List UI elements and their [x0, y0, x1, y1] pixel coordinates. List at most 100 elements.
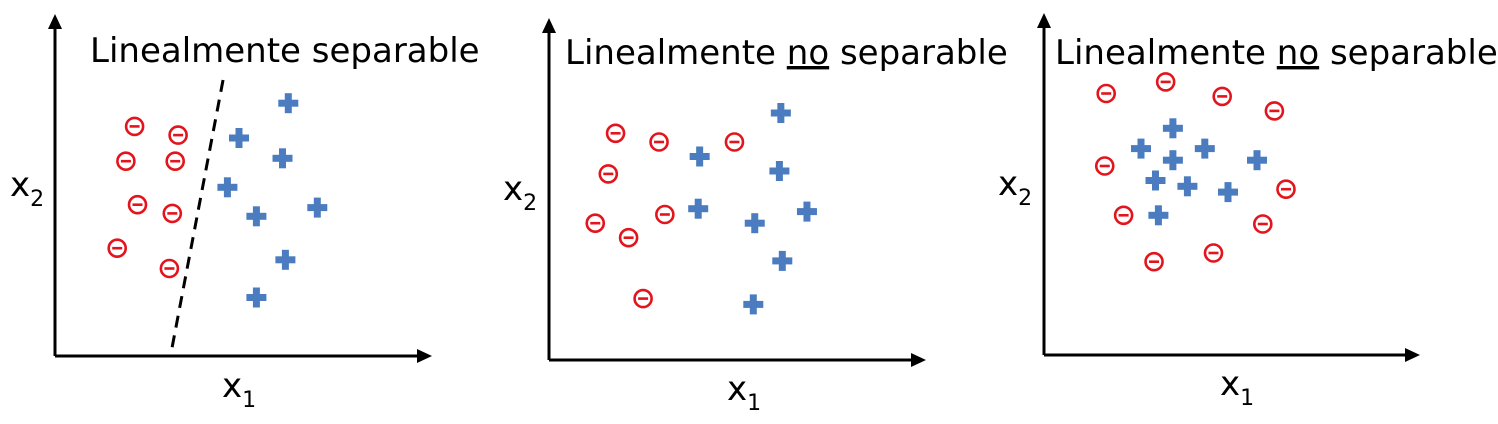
plus-vertical [235, 128, 243, 148]
x-axis-arrow-icon [417, 349, 432, 363]
negative-point [107, 238, 127, 258]
positive-point [689, 146, 710, 167]
plus-vertical [279, 148, 286, 169]
negative-point [598, 164, 619, 184]
x-axis-arrow-icon [911, 353, 926, 367]
negative-point [124, 116, 145, 137]
negative-point [1113, 205, 1134, 226]
positive-point [1218, 182, 1238, 203]
plus-vertical [1253, 150, 1261, 171]
negative-point [655, 204, 675, 225]
negative-point [1276, 179, 1296, 199]
plus-vertical [1183, 176, 1191, 197]
negative-point [168, 125, 188, 145]
negative-point [1144, 251, 1164, 272]
negative-point [649, 132, 669, 152]
y-axis-label-base: x [503, 169, 523, 209]
panel-title: Linealmente no separable [1055, 33, 1498, 73]
x-axis-label: x1 [1220, 364, 1254, 411]
plus-vertical [1224, 182, 1232, 203]
plus-vertical [694, 198, 702, 219]
positive-point [1194, 138, 1215, 159]
plus-vertical [775, 161, 783, 181]
plus-vertical [803, 201, 811, 222]
negative-point [585, 213, 606, 233]
y-axis-label: x2 [998, 164, 1032, 211]
negative-point [1264, 101, 1285, 121]
negative-point [127, 194, 148, 215]
negative-point [159, 258, 180, 279]
negative-point [618, 227, 639, 248]
y-axis-arrow-icon [542, 18, 556, 33]
plus-vertical [1169, 150, 1177, 171]
positive-point [1162, 118, 1183, 139]
title-underlined-word: no [787, 33, 829, 73]
plus-vertical [223, 177, 231, 198]
y-axis-label-subscript: 2 [1018, 186, 1032, 211]
positive-point [1247, 150, 1267, 171]
plus-vertical [252, 287, 260, 308]
negative-point [605, 123, 626, 144]
x-axis-label-subscript: 1 [1240, 386, 1254, 411]
positive-point [307, 197, 328, 218]
title-part: Linealmente [1055, 33, 1277, 73]
panel-2: Linealmente no separable x2 x1 [503, 18, 1008, 416]
positive-point [743, 294, 764, 315]
positive-point [246, 287, 267, 308]
negative-point [633, 288, 653, 309]
x-axis-label: x1 [727, 369, 761, 416]
positive-point [217, 177, 238, 198]
positive-point [278, 93, 299, 114]
plus-vertical [778, 250, 786, 271]
negative-point [162, 203, 183, 224]
decision-boundary-line [169, 79, 225, 355]
negative-point [1212, 86, 1232, 107]
negative-point [1203, 243, 1224, 263]
x-axis-label-subscript: 1 [747, 391, 761, 416]
positive-point [769, 161, 790, 181]
y-axis-label-base: x [998, 164, 1018, 204]
positive-point [1131, 138, 1151, 159]
positive-point [744, 213, 765, 234]
x-axis-label-base: x [222, 366, 242, 406]
title-part: Linealmente separable [90, 31, 480, 71]
title-part: Linealmente [565, 33, 787, 73]
y-axis-label-subscript: 2 [523, 191, 537, 216]
positive-point [272, 148, 293, 169]
panel-title: Linealmente separable [90, 31, 480, 71]
positive-point [1145, 170, 1166, 191]
negative-point [1253, 214, 1273, 234]
plus-vertical [751, 213, 759, 234]
positive-point [1148, 205, 1169, 226]
title-part: separable [829, 33, 1008, 73]
positive-point [796, 201, 817, 222]
positive-point [229, 128, 249, 148]
y-axis-label-subscript: 2 [30, 187, 44, 212]
positive-point [246, 206, 267, 227]
positive-point [275, 249, 296, 270]
positive-point [688, 198, 709, 219]
positive-point [1177, 176, 1198, 197]
plus-vertical [281, 249, 289, 270]
plus-vertical [1201, 138, 1209, 159]
positive-point [772, 250, 793, 271]
title-part: separable [1319, 33, 1498, 73]
y-axis-arrow-icon [48, 14, 62, 29]
y-axis-label: x2 [10, 165, 44, 212]
negative-point [116, 151, 136, 171]
negative-point [1094, 156, 1115, 176]
y-axis-label-base: x [10, 165, 30, 205]
plus-vertical [696, 146, 704, 167]
plus-vertical [1137, 138, 1145, 159]
plus-vertical [1154, 205, 1162, 226]
positive-point [1162, 150, 1183, 171]
negative-point [724, 132, 745, 152]
plus-vertical [1169, 118, 1177, 139]
plus-vertical [284, 93, 292, 114]
positive-point [770, 103, 791, 123]
x-axis-label-subscript: 1 [242, 388, 256, 413]
title-underlined-word: no [1277, 33, 1319, 73]
plus-vertical [313, 197, 321, 218]
